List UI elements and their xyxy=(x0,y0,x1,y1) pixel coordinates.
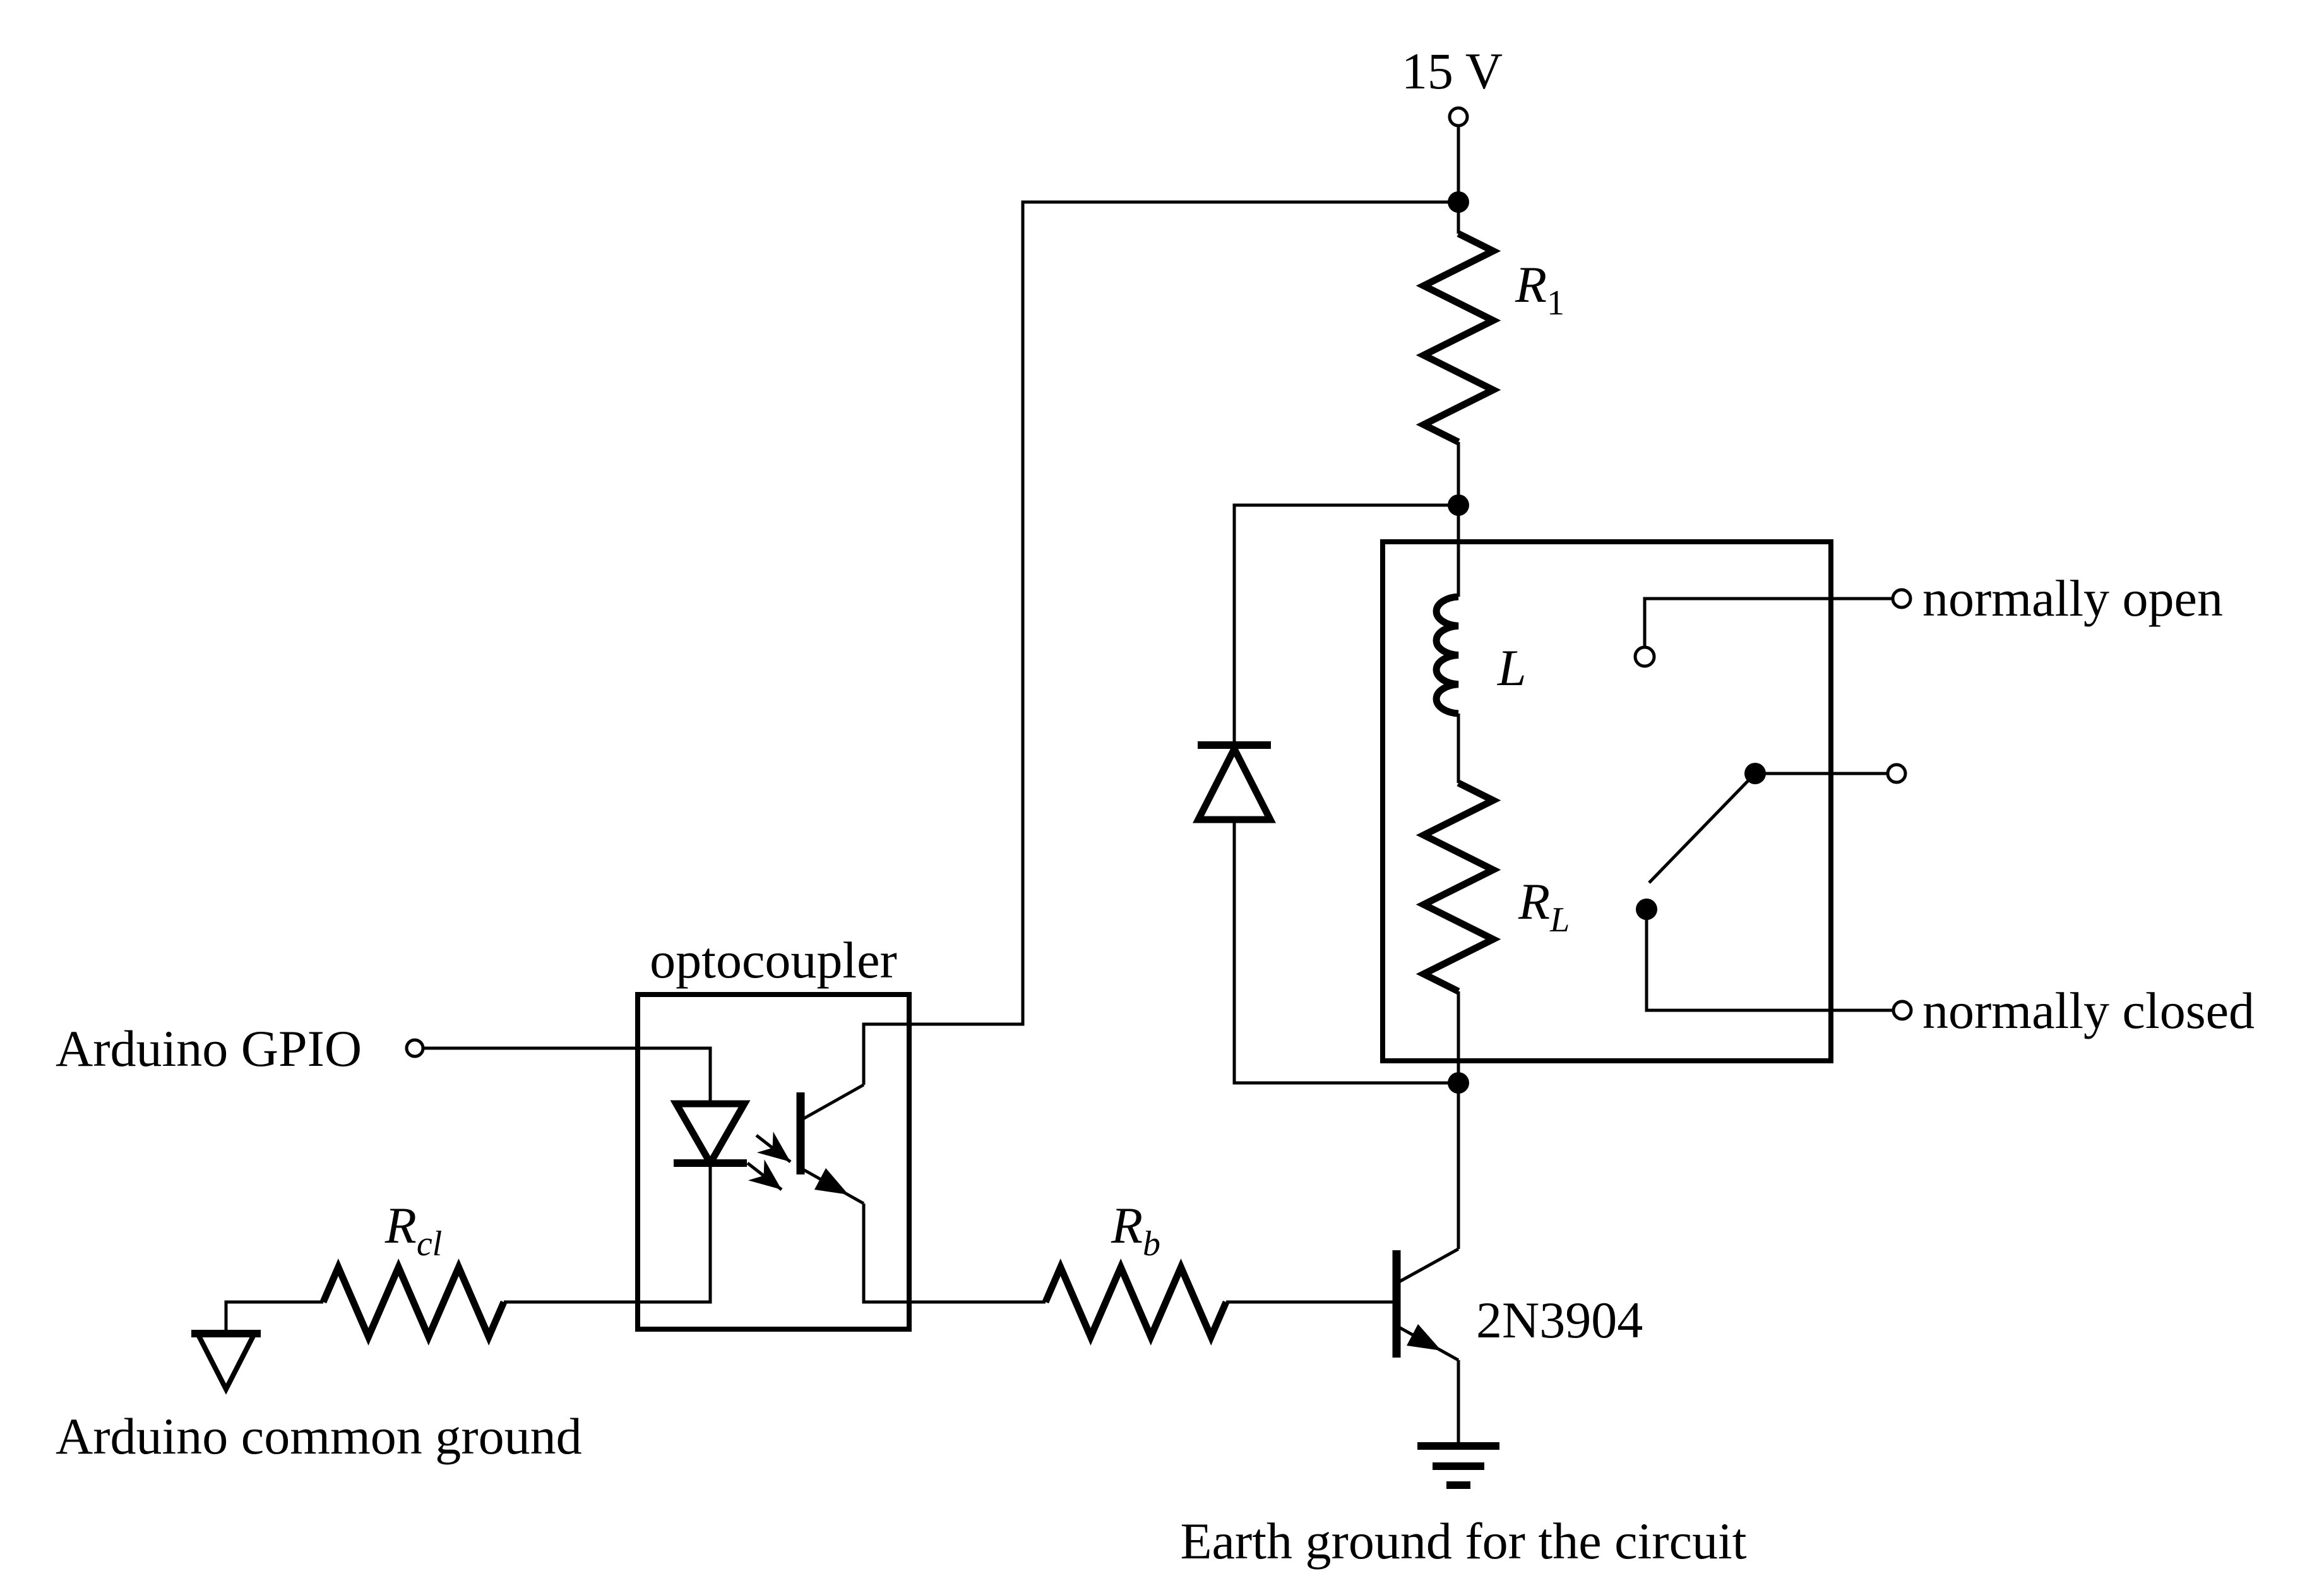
wire-led-to-rcl xyxy=(504,1163,712,1304)
relay-no-contact xyxy=(1633,645,1656,668)
relay-no-label: normally open xyxy=(1922,570,2223,627)
relay-common-terminal xyxy=(1886,763,1907,784)
transistor-emitter-arrow xyxy=(1407,1324,1441,1351)
light-emission-arrow-2 xyxy=(746,1159,783,1191)
wire-diode-top xyxy=(1232,503,1458,745)
wire-gpio-to-led xyxy=(423,1046,712,1104)
resistor-rb-label: Rb xyxy=(1111,1197,1160,1263)
rcl-label-subscript: cl xyxy=(417,1224,442,1263)
rl-label-subscript: L xyxy=(1549,900,1570,940)
arduino-gpio-input: Arduino GPIO xyxy=(56,1020,425,1077)
current-limit-resistor: Rcl xyxy=(224,1197,508,1346)
transistor-collector xyxy=(1398,1247,1460,1284)
r1-label-subscript: 1 xyxy=(1547,284,1564,323)
optocoupler-label: optocoupler xyxy=(650,931,897,989)
resistor-rl-label: RL xyxy=(1518,873,1570,940)
arduino-ground-label: Arduino common ground xyxy=(56,1407,582,1465)
resistor-r1: R1 xyxy=(1415,202,1564,505)
relay-no-terminal xyxy=(1891,588,1912,609)
led-triangle xyxy=(670,1100,751,1171)
supply-voltage-label: 15 V xyxy=(1402,42,1503,100)
resistor-rl-zigzag xyxy=(1415,780,1501,995)
resistor-r1-zigzag xyxy=(1415,230,1501,445)
wire-normally-open xyxy=(1643,597,1893,647)
wire-rcl-to-ground xyxy=(224,1300,323,1334)
resistor-rb-zigzag xyxy=(1042,1258,1230,1346)
rb-label-base: R xyxy=(1111,1197,1143,1254)
arduino-gpio-terminal xyxy=(405,1038,425,1058)
arduino-common-ground: Arduino common ground xyxy=(56,1330,582,1465)
relay-pivot-dot xyxy=(1744,763,1766,784)
relay-armature xyxy=(1648,772,1756,884)
arduino-gpio-label: Arduino GPIO xyxy=(56,1020,362,1077)
light-emission-arrow-1 xyxy=(755,1132,792,1163)
transistor-part-label: 2N3904 xyxy=(1476,1291,1643,1349)
relay: L RL normally open normally closed xyxy=(1380,505,2255,1083)
resistor-rcl-zigzag xyxy=(319,1258,508,1346)
resistor-rcl-label: Rcl xyxy=(384,1197,443,1263)
supply-terminal xyxy=(1448,106,1469,128)
r1-label-base: R xyxy=(1515,256,1547,313)
relay-nc-terminal xyxy=(1892,1000,1913,1021)
wire-collector-to-supply-rail xyxy=(909,200,1458,1026)
phototransistor-collector xyxy=(802,1022,909,1121)
rl-label-base: R xyxy=(1518,873,1550,930)
power-supply: 15 V xyxy=(1402,42,1503,202)
wire-normally-closed xyxy=(1645,909,1894,1012)
base-resistor: Rb xyxy=(1042,1197,1393,1346)
rb-label-subscript: b xyxy=(1143,1224,1160,1263)
optocoupler: optocoupler xyxy=(423,931,1046,1332)
phototransistor-emitter-arrow xyxy=(814,1168,849,1195)
earth-ground-label: Earth ground for the circuit xyxy=(1180,1512,1746,1570)
resistor-r1-label: R1 xyxy=(1515,256,1564,323)
relay-outline xyxy=(1380,539,1833,1063)
earth-ground: Earth ground for the circuit xyxy=(1180,1442,1747,1570)
ground-triangle xyxy=(193,1331,259,1395)
relay-coil-label: L xyxy=(1497,639,1527,696)
optocoupler-outline xyxy=(635,992,912,1332)
relay-coil xyxy=(1433,593,1459,717)
rcl-label-base: R xyxy=(384,1197,417,1254)
wire-diode-bottom xyxy=(1232,820,1458,1085)
diode-triangle xyxy=(1193,741,1276,823)
flyback-diode xyxy=(1193,503,1458,1085)
transistor-2n3904: 2N3904 xyxy=(1392,1083,1643,1446)
relay-nc-label: normally closed xyxy=(1922,982,2255,1039)
